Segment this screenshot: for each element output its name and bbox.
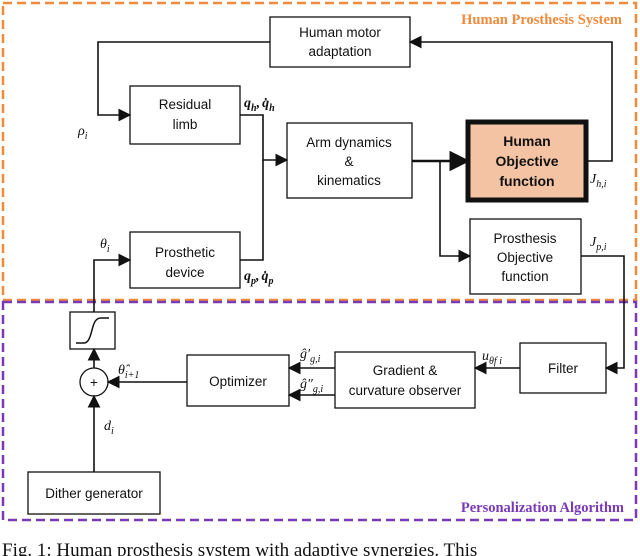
qp-label: qp,q̇p [244,269,274,287]
rho-arrow [97,41,270,122]
qh-arrow [240,114,289,167]
u-label: uθf i [482,349,502,367]
jh-label: Jh,i [590,172,607,190]
arm-to-prosthesis-objective-arrow [439,161,472,263]
svg-text:Objective: Objective [495,153,558,169]
prosthetic-device-block: Prosthetic device [129,231,241,289]
svg-text:Human: Human [503,133,550,149]
human-prosthesis-system-frame [1,1,638,302]
svg-text:&: & [344,154,353,169]
system-group-title: Human Prosthesis System [461,12,622,28]
svg-text:Residual: Residual [159,97,212,112]
g2-label: ĝ″g,i [300,377,323,395]
g1-label: ĝ′g,i [300,347,321,365]
algorithm-group-title: Personalization Algorithm [461,500,624,516]
svg-text:di: di [104,419,114,437]
dither-generator-block: Dither generator [27,471,161,515]
svg-text:function: function [499,173,554,189]
theta-hat-label: θ̂i+1 [118,363,139,381]
svg-text:limb: limb [173,117,198,132]
personalization-algorithm-frame [1,300,638,522]
gradient-curvature-observer-block: Gradient & curvature observer [334,351,476,409]
summing-junction: + [79,367,109,397]
svg-text:Gradient &: Gradient & [373,363,438,378]
filter-block: Filter [519,342,607,394]
human-objective-block: Human Objective function [465,119,589,203]
jh-feedback-arrow [408,35,613,162]
svg-text:θ̂i+1: θ̂i+1 [118,363,139,381]
prosthesis-objective-block: Prosthesis Objective function [469,218,582,295]
jp-arrow [581,255,625,375]
optimizer-block: Optimizer [186,354,290,407]
svg-text:Objective: Objective [497,250,553,265]
rho-label: ρi [77,124,88,142]
human-motor-adaptation-block: Human motor adaptation [269,16,411,68]
qp-arrow [240,160,264,261]
svg-text:ĝ′g,i: ĝ′g,i [300,347,321,365]
svg-text:Human motor: Human motor [299,25,381,40]
svg-text:kinematics: kinematics [317,173,381,188]
svg-text:Arm dynamics: Arm dynamics [306,135,392,150]
svg-text:ρi: ρi [77,124,88,142]
svg-text:adaptation: adaptation [308,44,371,59]
svg-text:Jh,i: Jh,i [590,172,607,190]
svg-text:qh,q̇h: qh,q̇h [244,96,275,114]
arm-dynamics-block: Arm dynamics & kinematics [286,122,413,199]
svg-text:ĝ″g,i: ĝ″g,i [300,377,323,395]
jp-label: Jp,i [590,235,607,253]
svg-text:Prosthetic: Prosthetic [155,245,215,260]
svg-text:curvature observer: curvature observer [349,383,462,398]
theta-label: θi [100,237,110,255]
svg-text:+: + [90,375,98,390]
svg-text:device: device [165,265,204,280]
svg-text:Dither generator: Dither generator [45,486,143,501]
svg-text:Filter: Filter [548,361,579,376]
svg-text:qp,q̇p: qp,q̇p [244,269,274,287]
residual-limb-block: Residual limb [129,85,241,145]
svg-text:Jp,i: Jp,i [590,235,607,253]
svg-text:θi: θi [100,237,110,255]
svg-text:function: function [501,269,548,284]
d-label: di [104,419,114,437]
svg-text:Optimizer: Optimizer [209,374,267,389]
qh-label: qh,q̇h [244,96,275,114]
figure-caption: Fig. 1: Human prosthesis system with ada… [2,540,477,556]
saturation-block [69,311,116,350]
svg-text:uθf i: uθf i [482,349,502,367]
theta-arrow [93,253,132,312]
svg-text:Prosthesis: Prosthesis [493,231,556,246]
